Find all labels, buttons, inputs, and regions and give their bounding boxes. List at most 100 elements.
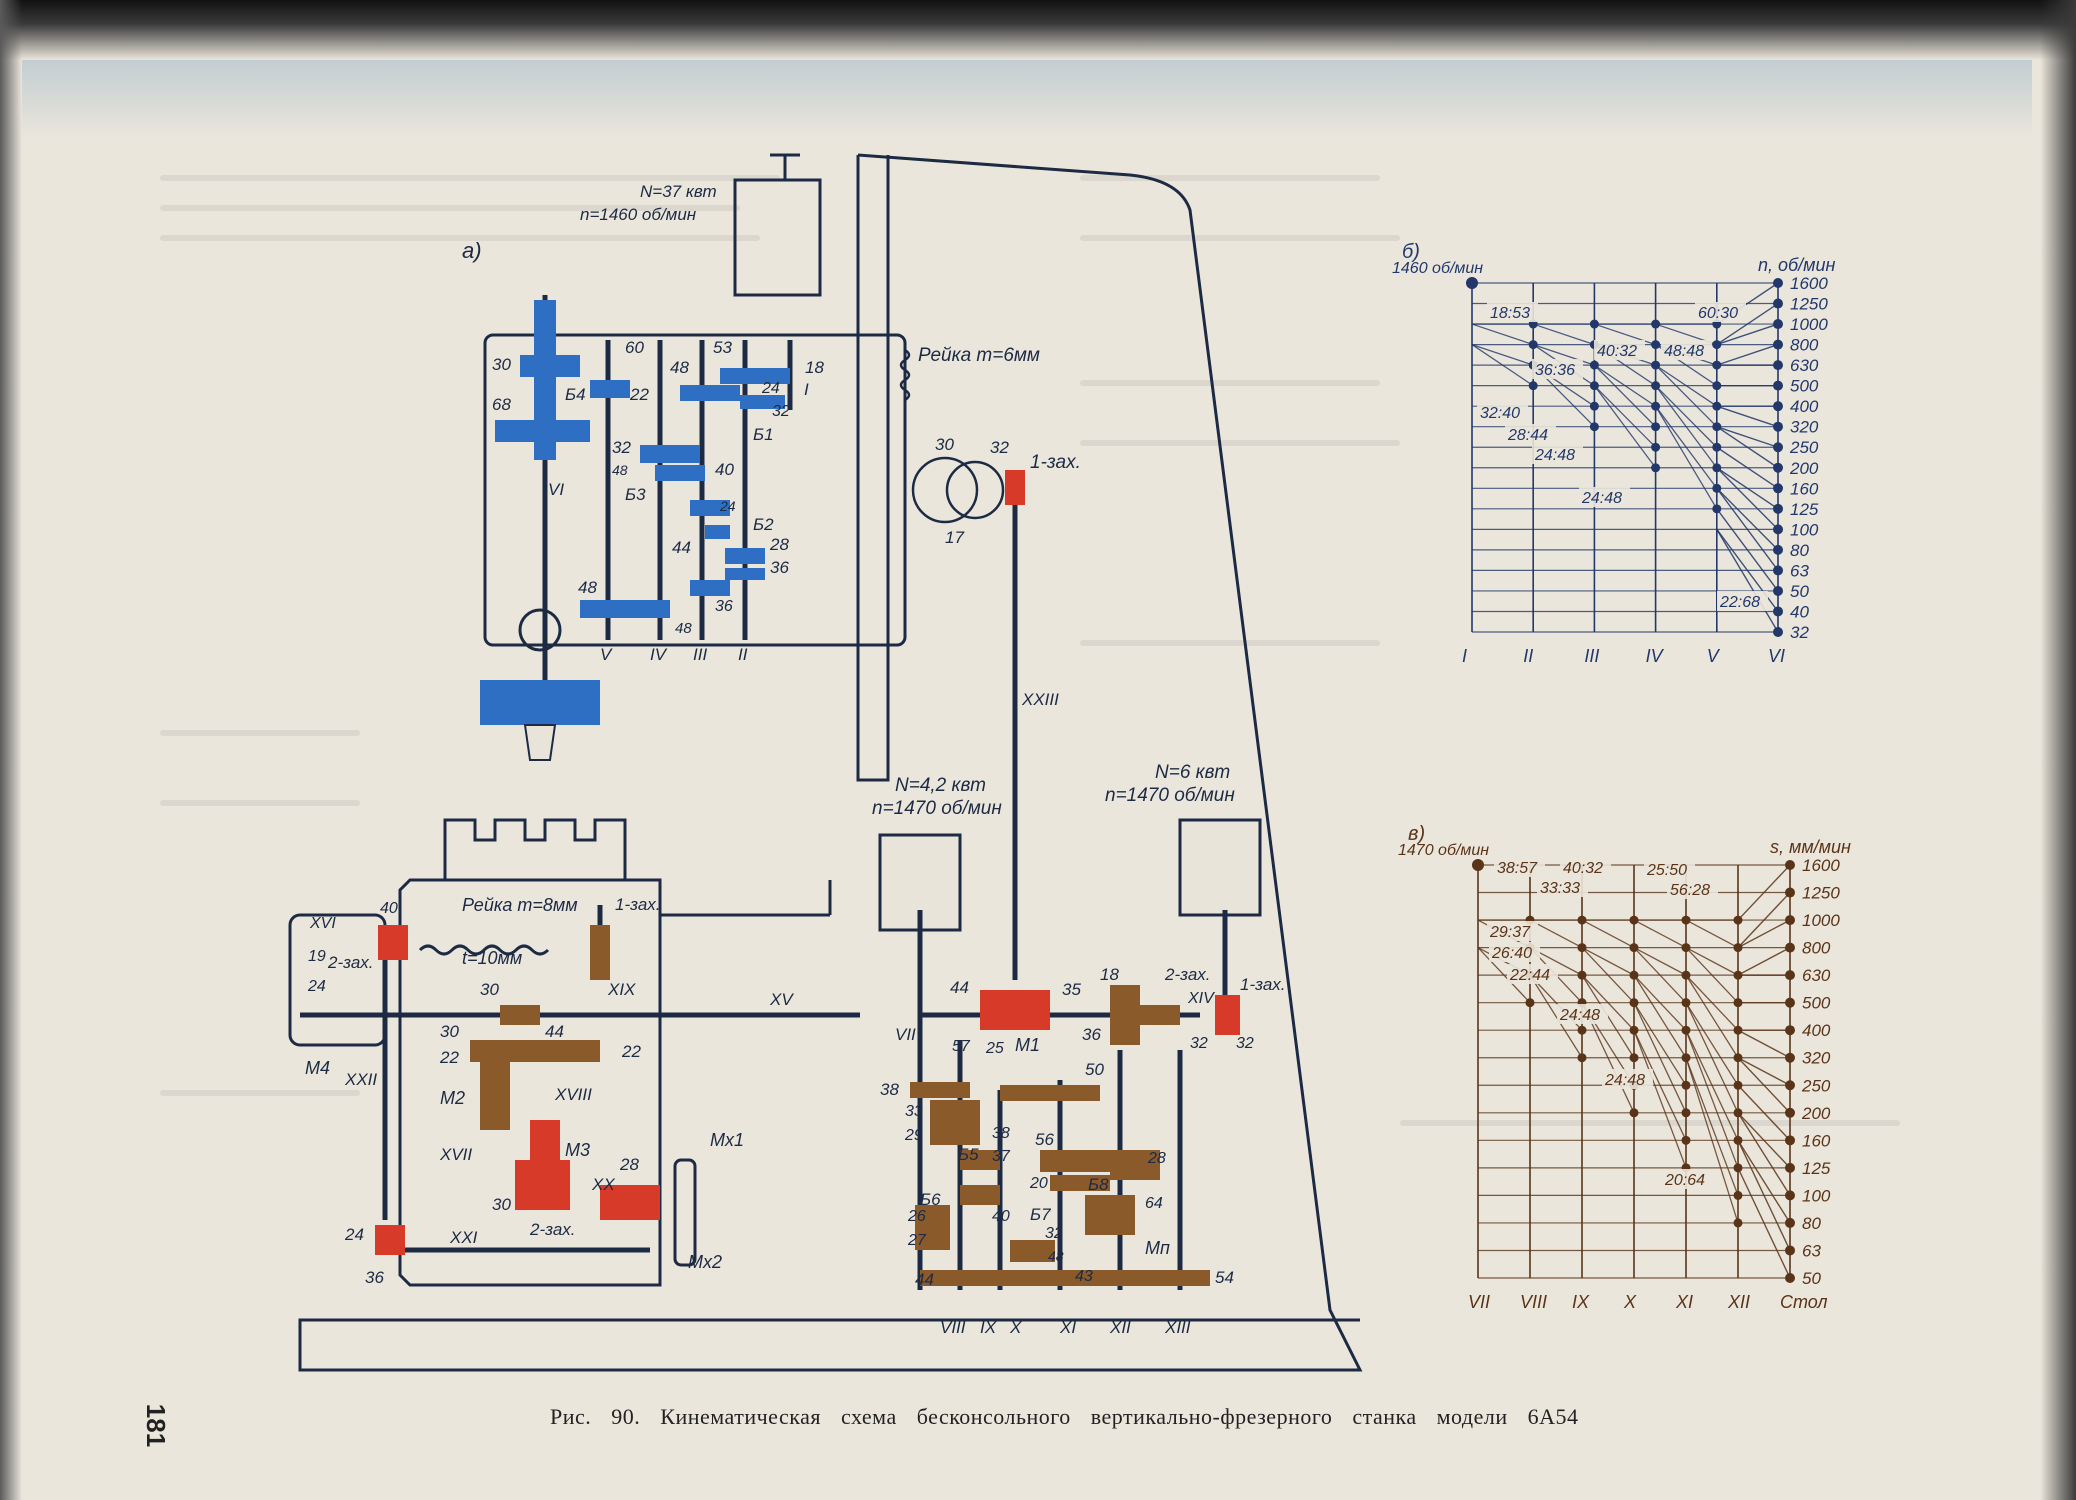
feed-gears bbox=[470, 925, 1210, 1286]
ratio-ray bbox=[1737, 1057, 1791, 1114]
ratio-ray bbox=[1471, 323, 1534, 346]
spindle-tool bbox=[523, 724, 557, 761]
figure-caption: Рис. 90. Кинематическая схема бесконсоль… bbox=[550, 1404, 1579, 1429]
ratio-label: 48:48 bbox=[1664, 343, 1704, 360]
shaft-tick-label: V bbox=[1707, 646, 1721, 666]
ratio-ray bbox=[1477, 947, 1531, 1004]
ratio-ray bbox=[1633, 1002, 1687, 1114]
ratio-label: 18:53 bbox=[1490, 305, 1530, 322]
ratio-label: 24:48 bbox=[1604, 1072, 1645, 1089]
y-axis-title: n, об/мин bbox=[1758, 255, 1836, 275]
ratio-ray bbox=[1633, 1029, 1687, 1169]
ratio-label-bg bbox=[1487, 921, 1538, 941]
ratio-label: 56:28 bbox=[1670, 882, 1710, 899]
shaft-tick-label: VII bbox=[1468, 1292, 1490, 1312]
chart-panel-label: б) bbox=[1402, 241, 1420, 263]
speed-tick-label: 1000 bbox=[1790, 315, 1828, 334]
ratio-label-bg bbox=[1594, 340, 1645, 360]
input-point bbox=[1472, 859, 1484, 871]
ratio-ray bbox=[1737, 1029, 1791, 1059]
ratio-ray bbox=[1737, 1112, 1791, 1196]
castellated-top bbox=[443, 818, 627, 880]
speed-tick-label: 200 bbox=[1801, 1104, 1831, 1123]
ratio-ray bbox=[1594, 364, 1656, 407]
ratio-ray bbox=[1633, 919, 1687, 949]
ratio-ray bbox=[1737, 1057, 1791, 1086]
ratio-ray bbox=[1685, 974, 1739, 1031]
ratio-ray bbox=[1737, 919, 1791, 949]
ratio-label-bg bbox=[1579, 487, 1630, 507]
ratio-label: 36:36 bbox=[1535, 362, 1575, 379]
ratio-ray bbox=[1655, 405, 1718, 510]
ratio-label-bg bbox=[1662, 1169, 1713, 1189]
ratio-label-bg bbox=[1494, 857, 1545, 877]
y-axis-title: s, мм/мин bbox=[1770, 837, 1851, 857]
spindle-gears bbox=[480, 300, 790, 725]
ratio-ray bbox=[1716, 487, 1779, 571]
ratio-ray bbox=[1685, 947, 1739, 1004]
ratio-ray bbox=[1471, 343, 1534, 366]
speed-tick-label: 200 bbox=[1789, 459, 1819, 478]
ratio-ray bbox=[1532, 343, 1595, 366]
ratio-label: 22:68 bbox=[1719, 594, 1760, 611]
speed-tick-label: 250 bbox=[1789, 438, 1819, 457]
ratio-label: 22:44 bbox=[1509, 967, 1550, 984]
speed-tick-label: 1600 bbox=[1790, 274, 1828, 293]
ratio-ray bbox=[1633, 974, 1687, 1059]
ratio-ray bbox=[1737, 1140, 1791, 1251]
speed-tick-label: 630 bbox=[1802, 966, 1831, 985]
scan-edge-left bbox=[0, 0, 22, 1500]
shaft-tick-label: XI bbox=[1675, 1292, 1693, 1312]
speed-tick-label: 63 bbox=[1790, 561, 1809, 580]
ratio-ray bbox=[1716, 323, 1779, 346]
speed-tick-label: 630 bbox=[1790, 356, 1819, 375]
ratio-ray bbox=[1529, 919, 1583, 949]
ratio-ray bbox=[1633, 1029, 1687, 1141]
speed-tick-label: 800 bbox=[1790, 336, 1819, 355]
ratio-label-bg bbox=[1532, 444, 1583, 464]
ratio-ray bbox=[1655, 405, 1718, 489]
ratio-ray bbox=[1737, 1112, 1791, 1169]
ratio-label: 20:64 bbox=[1664, 1172, 1705, 1189]
ratio-ray bbox=[1737, 892, 1791, 949]
speed-tick-label: 160 bbox=[1790, 479, 1819, 498]
page-tint bbox=[22, 60, 2032, 140]
ratio-ray bbox=[1716, 405, 1779, 428]
speed-tick-label: 500 bbox=[1802, 994, 1831, 1013]
ratio-ray bbox=[1633, 974, 1687, 1031]
ratio-ray bbox=[1655, 364, 1718, 428]
ratio-ray bbox=[1471, 344, 1534, 387]
worm-wheel-32 bbox=[945, 460, 1005, 520]
ratio-ray bbox=[1581, 947, 1635, 976]
input-speed-label: 1470 об/мин bbox=[1398, 842, 1489, 859]
worm-wheel-30 bbox=[911, 456, 979, 524]
ratio-ray bbox=[1685, 1002, 1739, 1114]
input-point bbox=[1466, 277, 1478, 289]
ratio-ray bbox=[1593, 364, 1657, 428]
ratio-label-bg bbox=[1537, 877, 1588, 897]
input-speed-label: 1460 об/мин bbox=[1392, 260, 1483, 277]
ratio-ray bbox=[1593, 385, 1657, 469]
speed-tick-label: 800 bbox=[1802, 939, 1831, 958]
ratio-label: 33:33 bbox=[1540, 880, 1580, 897]
chart-panel-label: в) bbox=[1408, 823, 1425, 845]
shaft-tick-label: X bbox=[1623, 1292, 1637, 1312]
ratio-ray bbox=[1685, 919, 1739, 949]
speed-tick-label: 1250 bbox=[1790, 295, 1828, 314]
ratio-label-bg bbox=[1507, 964, 1558, 984]
speed-tick-label: 500 bbox=[1790, 377, 1819, 396]
ratio-ray bbox=[1633, 947, 1687, 976]
lead-screw bbox=[418, 944, 550, 956]
ratio-ray bbox=[1716, 487, 1779, 551]
ratio-label-bg bbox=[1505, 424, 1556, 444]
ratio-label-bg bbox=[1717, 591, 1768, 611]
speed-tick-label: 50 bbox=[1790, 582, 1809, 601]
ratio-ray bbox=[1685, 1057, 1739, 1196]
speed-tick-label: 40 bbox=[1790, 602, 1809, 621]
speed-tick-label: 80 bbox=[1790, 541, 1809, 560]
ratio-ray bbox=[1655, 385, 1718, 469]
ratio-ray bbox=[1685, 1057, 1739, 1224]
